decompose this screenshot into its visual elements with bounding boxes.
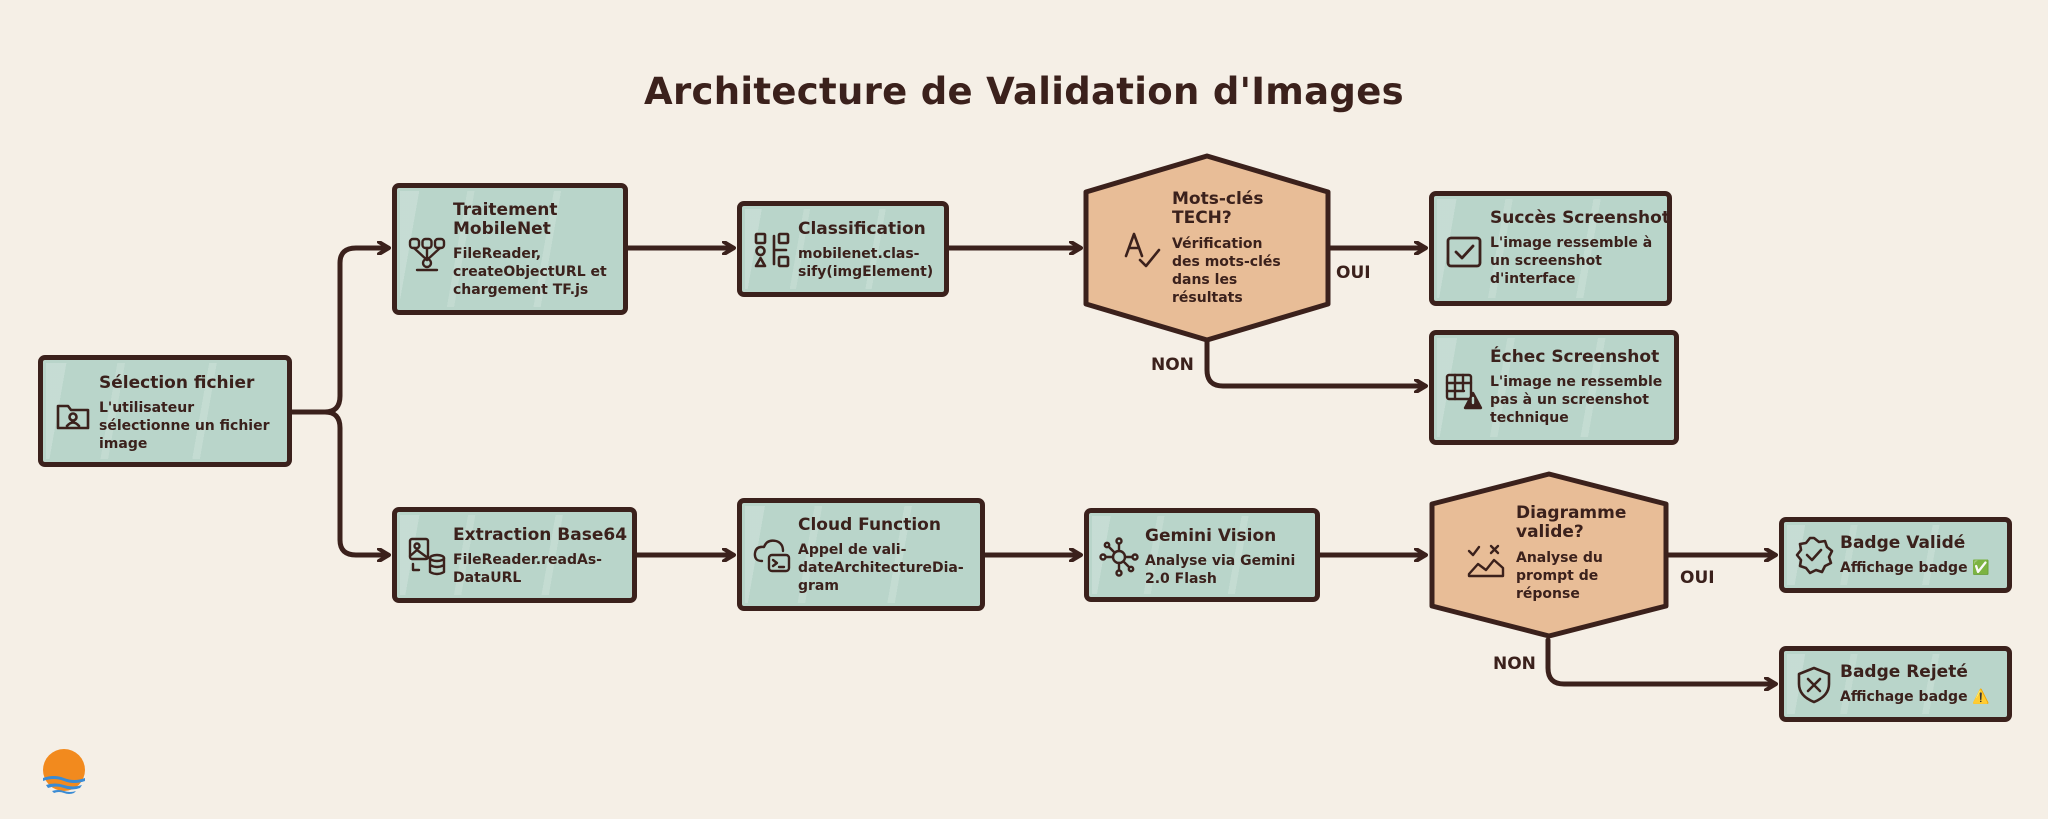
edge-keywords-to-failure [1204, 337, 1425, 386]
edge-diagram-to-rejected [1545, 637, 1775, 684]
cloud-terminal-icon [752, 535, 792, 575]
network-nodes-icon [1099, 537, 1139, 577]
node-title: Cloud Function [798, 515, 941, 535]
edge-label-keywords-yes: OUI [1336, 263, 1371, 283]
node-desc: Analyse du prompt de réponse [1516, 550, 1603, 602]
node-base64[interactable]: Extraction Base64 FileReader.readAs-Data… [392, 507, 637, 603]
node-title: Badge Rejeté [1840, 662, 1968, 682]
neural-network-icon [407, 234, 447, 274]
node-title: Badge Validé [1840, 533, 1966, 553]
node-classification[interactable]: Classification mobilenet.clas-sify(imgEl… [737, 201, 949, 297]
node-cloud[interactable]: Cloud Function Appel de vali-dateArchite… [737, 498, 985, 611]
node-desc: mobilenet.clas-sify(imgElement) [798, 246, 934, 280]
node-valid[interactable]: Badge Validé Affichage badge ✅ [1779, 517, 2012, 593]
node-desc: FileReader, createObjectURL et chargemen… [453, 246, 607, 298]
edge-label-diagram-no: NON [1493, 654, 1536, 674]
node-title: Classification [798, 219, 926, 239]
decision-keywords[interactable]: Mots-clés TECH? Vérification des mots-cl… [1082, 152, 1332, 344]
node-desc: Vérification des mots-clés dans les résu… [1172, 236, 1281, 306]
edge-label-keywords-no: NON [1151, 355, 1194, 375]
diagram-title: Architecture de Validation d'Images [644, 70, 1404, 113]
sun-logo [40, 748, 88, 796]
badge-check-icon [1794, 535, 1834, 575]
spell-check-icon [1122, 228, 1162, 268]
node-success[interactable]: Succès Screenshot L'image ressemble à un… [1429, 191, 1672, 306]
shapes-icon [752, 230, 792, 270]
node-desc: Appel de vali-dateArchitectureDia-gram [798, 542, 964, 594]
node-rejected[interactable]: Badge Rejeté Affichage badge ⚠️ [1779, 646, 2012, 722]
shield-x-icon [1794, 665, 1834, 705]
node-failure[interactable]: Échec Screenshot L'image ne ressemble pa… [1429, 330, 1679, 445]
folder-user-icon [53, 396, 93, 436]
edge-label-diagram-yes: OUI [1680, 568, 1715, 588]
node-gemini[interactable]: Gemini Vision Analyse via Gemini 2.0 Fla… [1084, 508, 1320, 602]
edge-selection-to-base64 [287, 409, 388, 555]
node-desc: Affichage badge ⚠️ [1840, 689, 1990, 705]
node-desc: Affichage badge ✅ [1840, 560, 1990, 576]
node-title: Mots-clés TECH? [1172, 189, 1264, 228]
node-desc: L'image ne ressemble pas à un screenshot… [1490, 374, 1663, 426]
node-desc: FileReader.readAs-DataURL [453, 552, 602, 586]
decision-diagram[interactable]: Diagramme valide? Analyse du prompt de r… [1428, 470, 1670, 640]
chart-check-icon [1466, 540, 1506, 580]
node-mobilenet[interactable]: Traitement MobileNet FileReader, createO… [392, 183, 628, 315]
node-title: Traitement MobileNet [453, 200, 558, 239]
node-title: Échec Screenshot [1490, 347, 1660, 367]
node-desc: L'image ressemble à un screenshot d'inte… [1490, 235, 1653, 287]
image-database-icon [407, 536, 447, 576]
node-title: Sélection fichier [99, 373, 255, 393]
check-square-icon [1444, 232, 1484, 272]
edge-selection-to-mobilenet [287, 248, 388, 415]
node-title: Diagramme valide? [1516, 503, 1627, 542]
node-desc: Analyse via Gemini 2.0 Flash [1145, 553, 1296, 587]
node-title: Succès Screenshot [1490, 208, 1670, 228]
node-selection[interactable]: Sélection fichier L'utilisateur sélectio… [38, 355, 292, 467]
node-title: Gemini Vision [1145, 526, 1277, 546]
node-desc: L'utilisateur sélectionne un fichier ima… [99, 400, 270, 452]
node-title: Extraction Base64 [453, 525, 628, 545]
grid-warning-icon [1444, 371, 1484, 411]
